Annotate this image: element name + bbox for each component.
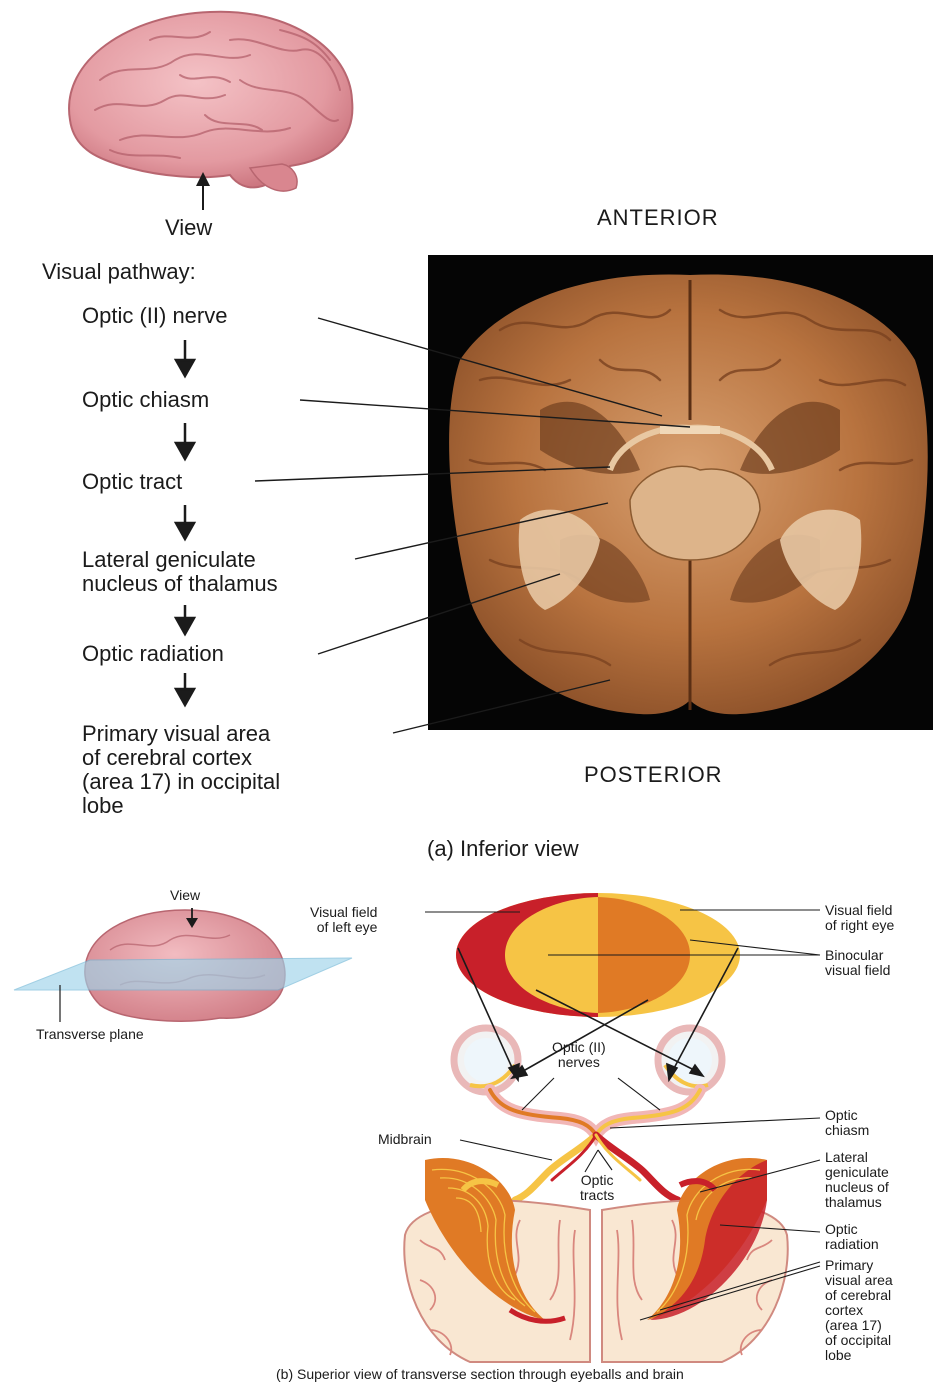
step-optic-chiasm: Optic chiasm	[82, 388, 209, 412]
view-label-b: View	[170, 888, 200, 903]
visual-pathway-title: Visual pathway:	[42, 260, 196, 284]
optic-tracts-label: Optic tracts	[580, 1173, 614, 1203]
primary-visual-area-label: Primary visual area of cerebral cortex (…	[825, 1258, 893, 1363]
optic-radiation-label: Optic radiation	[825, 1222, 879, 1252]
lateral-brain-illustration	[69, 12, 352, 191]
step-optic-radiation: Optic radiation	[82, 642, 224, 666]
optic-chiasm-label: Optic chiasm	[825, 1108, 869, 1138]
down-arrow-icon	[176, 605, 194, 634]
lgn-label: Lateral geniculate nucleus of thalamus	[825, 1150, 889, 1210]
visual-field-right-label: Visual field of right eye	[825, 903, 894, 933]
inferior-brain-photo	[428, 255, 933, 730]
binocular-field-label: Binocular visual field	[825, 948, 890, 978]
transverse-plane-label: Transverse plane	[36, 1027, 144, 1042]
posterior-label: POSTERIOR	[584, 762, 723, 788]
step-lateral-geniculate: Lateral geniculate nucleus of thalamus	[82, 548, 278, 596]
step-optic-nerve: Optic (II) nerve	[82, 304, 227, 328]
anterior-label: ANTERIOR	[597, 205, 719, 231]
caption-b: (b) Superior view of transverse section …	[276, 1366, 684, 1382]
down-arrow-icon	[176, 673, 194, 705]
transverse-plane-illustration	[14, 910, 352, 1022]
optic-nerves-label: Optic (II) nerves	[552, 1040, 606, 1070]
view-label: View	[165, 216, 212, 240]
step-optic-tract: Optic tract	[82, 470, 182, 494]
caption-a: (a) Inferior view	[427, 836, 579, 862]
down-arrow-icon	[176, 340, 194, 376]
step-primary-visual-area: Primary visual area of cerebral cortex (…	[82, 722, 280, 818]
visual-field-left-label: Visual field of left eye	[310, 905, 377, 935]
down-arrow-icon	[176, 505, 194, 539]
down-arrow-icon	[176, 423, 194, 459]
midbrain-label: Midbrain	[378, 1132, 432, 1147]
